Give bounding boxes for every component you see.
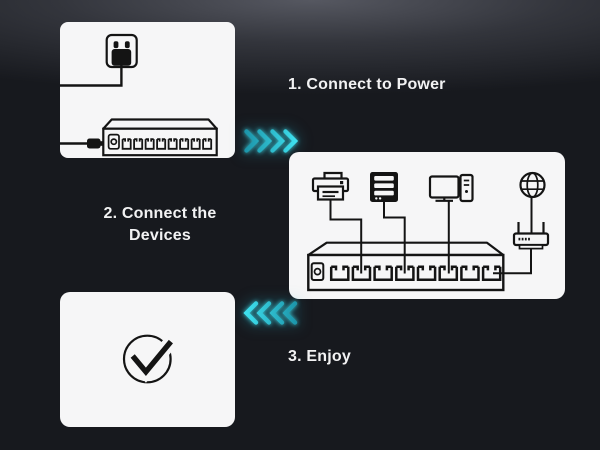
check-circle-icon — [122, 334, 177, 384]
step-2-label-line1: 2. Connect the — [103, 205, 217, 222]
printer-icon — [311, 171, 350, 201]
device-connection-graphic — [307, 171, 550, 292]
power-connection-card — [60, 22, 235, 158]
step-1-label: 1. Connect to Power — [288, 76, 446, 93]
dc-power-jack — [107, 133, 120, 150]
router-icon — [512, 222, 550, 250]
network-switch-icon — [307, 241, 505, 292]
power-adapter-icon — [111, 49, 132, 66]
desktop-monitor-icon — [428, 175, 460, 202]
dc-power-jack — [310, 262, 325, 282]
connection-line — [329, 199, 363, 274]
chevrons-left-icon — [243, 301, 298, 325]
power-connection-graphic — [60, 33, 218, 157]
step-2-label-line2: Devices — [129, 227, 191, 244]
success-card — [60, 292, 235, 427]
server-icon — [370, 172, 398, 202]
connection-line — [383, 202, 406, 274]
pc-tower-icon — [459, 173, 474, 203]
chevrons-right-icon — [244, 129, 299, 153]
connection-line — [493, 248, 532, 275]
device-connection-card — [289, 152, 565, 299]
internet-globe-icon — [519, 171, 546, 199]
network-switch-icon — [102, 118, 218, 157]
power-cord-line — [60, 65, 123, 87]
step-2-label: 2. Connect the Devices — [60, 203, 260, 247]
step-3-label: 3. Enjoy — [288, 348, 351, 365]
success-graphic — [122, 334, 177, 384]
